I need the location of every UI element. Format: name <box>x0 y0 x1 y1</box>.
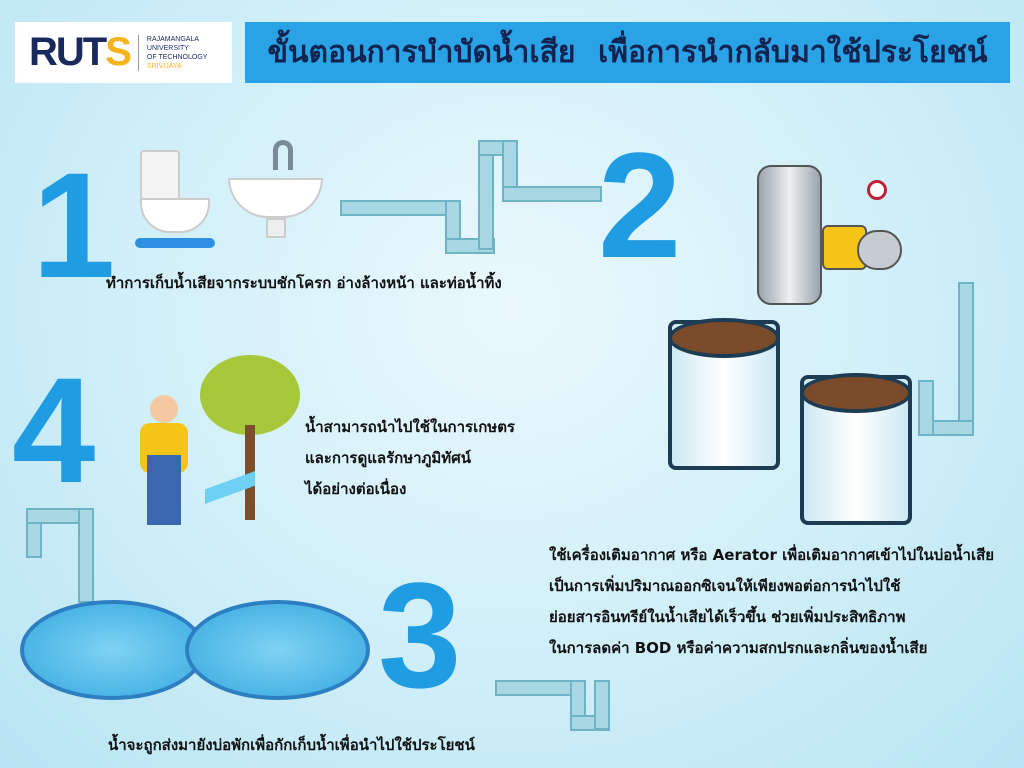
step-2-text: ใช้เครื่องเติมอากาศ หรือ Aerator เพื่อเต… <box>549 540 994 664</box>
aeration-tank-icon <box>800 373 912 525</box>
pipe <box>340 200 450 216</box>
logo-line: RAJAMANGALA <box>146 35 200 43</box>
toilet-icon <box>135 150 215 250</box>
text-line: ใช้เครื่องเติมอากาศ หรือ Aerator เพื่อเต… <box>549 546 995 564</box>
text-line: และการดูแลรักษาภูมิทัศน์ <box>305 449 471 467</box>
pipe <box>502 186 602 202</box>
step-4-number: 4 <box>12 346 96 514</box>
water-heater-icon <box>757 165 822 305</box>
logo-divider <box>137 34 139 71</box>
logo-line: UNIVERSITY <box>146 44 189 52</box>
step-1-text: ทำการเก็บน้ำเสียจากระบบชักโครก อ่างล้างห… <box>106 274 502 292</box>
logo-university-name: RAJAMANGALA UNIVERSITY OF TECHNOLOGY SRI… <box>147 35 208 71</box>
pipe <box>594 680 610 730</box>
tree-icon <box>200 355 300 435</box>
water-stream-icon <box>205 460 255 515</box>
aerator-pump-icon <box>822 180 917 280</box>
aeration-tank-icon <box>668 318 780 470</box>
text-line: ในการลดค่า BOD หรือค่าความสกปรกและกลิ่นข… <box>549 639 928 657</box>
text-line: น้ำสามารถนำไปใช้ในการเกษตร <box>305 418 515 436</box>
gardener-icon <box>135 395 195 530</box>
storage-pond-icon <box>20 600 205 700</box>
logo-line: SRIVIJAYA <box>146 62 182 70</box>
pipe <box>78 508 94 603</box>
storage-pond-icon <box>185 600 370 700</box>
pipe <box>918 380 934 436</box>
step-2-number: 2 <box>598 121 682 289</box>
text-line: ได้อย่างต่อเนื่อง <box>305 480 407 498</box>
ruts-logo: RUTS RAJAMANGALA UNIVERSITY OF TECHNOLOG… <box>15 22 232 83</box>
text-line: เป็นการเพิ่มปริมาณออกซิเจนให้เพียงพอต่อก… <box>549 577 901 595</box>
pipe <box>478 140 494 250</box>
logo-brand: RUTS <box>29 30 132 74</box>
step-4-text: น้ำสามารถนำไปใช้ในการเกษตร และการดูแลรัก… <box>305 412 515 505</box>
step-1-number: 1 <box>32 141 116 309</box>
text-line: ย่อยสารอินทรีย์ในน้ำเสียได้เร็วขึ้น ช่วย… <box>549 608 906 626</box>
pipe <box>958 282 974 432</box>
page-title: ขั้นตอนการบำบัดน้ำเสีย เพื่อการนำกลับมาใ… <box>245 22 1010 83</box>
sink-icon <box>228 140 323 240</box>
step-3-number: 3 <box>378 551 462 719</box>
step-3-text: น้ำจะถูกส่งมายังบ่อพักเพื่อกักเก็บน้ำเพื… <box>108 736 475 754</box>
logo-line: OF TECHNOLOGY <box>146 53 208 61</box>
